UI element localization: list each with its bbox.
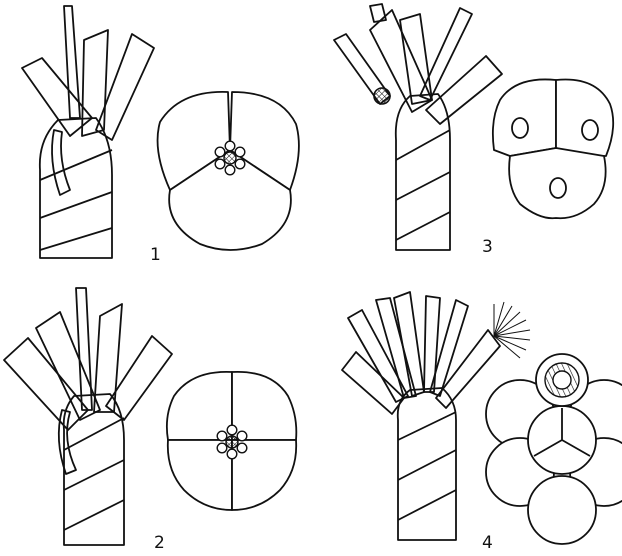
rope-side-view-1 [22, 6, 154, 258]
wire-core-centre [224, 152, 236, 164]
wire-brush-end [494, 302, 530, 358]
panel-4: 4 [342, 292, 622, 553]
panel-3: 3 [334, 4, 613, 257]
cross-section-4 [486, 354, 622, 544]
rope-side-view-3 [334, 4, 502, 250]
cross-section-3 [493, 79, 613, 218]
rope-side-view-2 [4, 288, 172, 545]
panel-label-1: 1 [150, 245, 161, 265]
panel-label-3: 3 [482, 237, 493, 257]
fibre-core-end [374, 88, 390, 104]
panel-1: 1 [22, 6, 299, 265]
panel-label-2: 2 [154, 533, 165, 553]
fibre-core-c [550, 178, 566, 198]
panel-2: 2 [4, 288, 296, 553]
cross-section-2 [167, 372, 296, 510]
wire-core-centre-2 [226, 436, 238, 448]
fibre-core-b [582, 120, 598, 140]
fibre-core-a [512, 118, 528, 138]
cross-section-1 [158, 92, 299, 250]
panel-label-4: 4 [482, 533, 493, 553]
